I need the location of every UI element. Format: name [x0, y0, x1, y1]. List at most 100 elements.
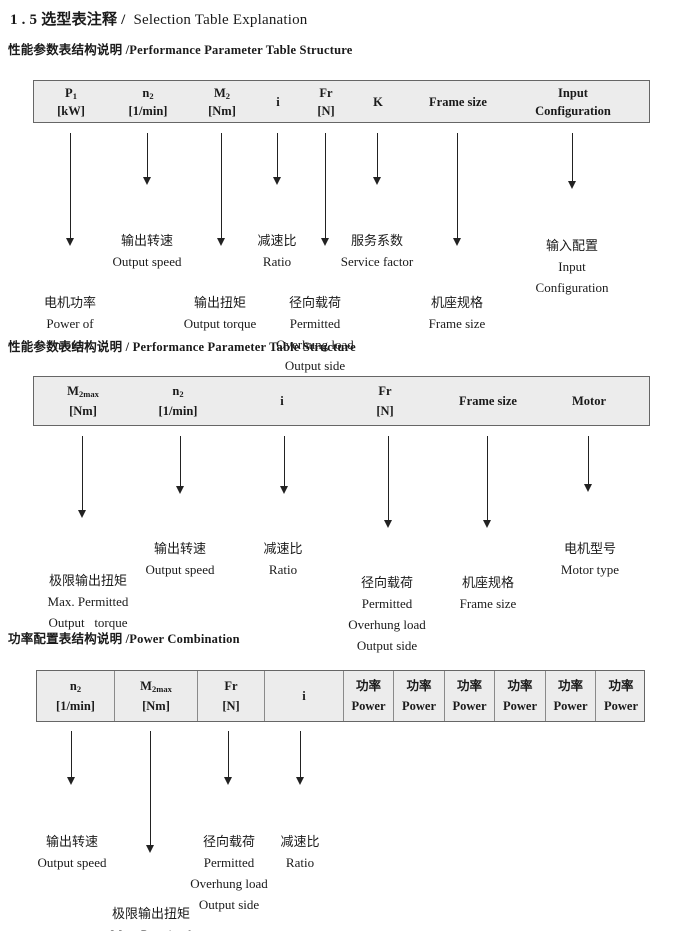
- col-symbol: Input: [558, 85, 588, 100]
- s2-col-i: i: [246, 377, 318, 425]
- col-subscript: 2: [76, 684, 82, 694]
- col-symbol: 功率: [406, 679, 432, 693]
- s2-col-fr: Fr [N]: [351, 377, 419, 425]
- performance-table-1: P1 [kW] n2 [1/min] M2 [Nm] i Fr [N] K Fr…: [33, 80, 650, 123]
- col-unit: [kW]: [57, 103, 85, 118]
- down-arrow-icon-s1-p1: [66, 133, 75, 246]
- col-unit: [1/min]: [128, 103, 168, 118]
- col-symbol: 功率: [557, 679, 583, 693]
- col-symbol: i: [276, 94, 280, 109]
- col-unit: [Nm]: [69, 404, 97, 418]
- col-symbol: i: [302, 689, 306, 703]
- s1-col-p1: P1 [kW]: [39, 81, 103, 122]
- down-arrow-icon-s1-input: [568, 133, 577, 189]
- s3-col-fr: Fr [N]: [197, 671, 264, 721]
- s3-col-power-6: 功率 Power: [595, 671, 646, 721]
- col-symbol: P: [65, 85, 73, 100]
- s1-col-i: i: [260, 81, 296, 122]
- col-symbol: n: [172, 384, 180, 398]
- col-symbol: Fr: [224, 679, 238, 693]
- col-subscript: 2max: [151, 684, 172, 694]
- col-unit: [Nm]: [208, 103, 236, 118]
- col-subscript: 2: [149, 90, 154, 101]
- down-arrow-icon-s3-n2: [67, 731, 76, 785]
- col-symbol: 功率: [456, 679, 482, 693]
- col-symbol: K: [373, 94, 383, 109]
- col-symbol: Fr: [319, 85, 333, 100]
- s2-col-motor: Motor: [546, 377, 632, 425]
- col-unit: Power: [452, 699, 487, 713]
- down-arrow-icon-s1-k: [373, 133, 382, 185]
- down-arrow-icon-s3-m2max: [146, 731, 155, 853]
- down-arrow-icon-s2-i: [280, 436, 289, 494]
- down-arrow-icon-s2-n2: [176, 436, 185, 494]
- down-arrow-icon-s2-m2max: [78, 436, 87, 518]
- down-arrow-icon-s3-fr: [224, 731, 233, 785]
- s1-col-k: K: [356, 81, 400, 122]
- s3-col-power-2: 功率 Power: [393, 671, 444, 721]
- col-symbol: 功率: [608, 679, 634, 693]
- col-symbol: M: [213, 85, 226, 100]
- performance-table-2: M2max [Nm] n2 [1/min] i Fr [N] Frame siz…: [33, 376, 650, 426]
- col-symbol: Frame size: [459, 394, 517, 408]
- col-unit: [N]: [317, 103, 335, 118]
- col-unit: Configuration: [535, 103, 611, 118]
- col-symbol: Motor: [571, 394, 606, 408]
- down-arrow-icon-s1-fr: [321, 133, 330, 246]
- section2-heading: 性能参数表结构说明 / Performance Parameter Table …: [8, 340, 356, 354]
- s3-col-power-3: 功率 Power: [444, 671, 494, 721]
- col-unit: [N]: [222, 699, 240, 713]
- s3-col-power-5: 功率 Power: [545, 671, 595, 721]
- col-subscript: 2max: [78, 389, 99, 399]
- s1-col-n2: n2 [1/min]: [110, 81, 186, 122]
- page-title: 1 . 5 选型表注释 / Selection Table Explanatio…: [10, 8, 308, 29]
- down-arrow-icon-s1-n2: [143, 133, 152, 185]
- col-symbol: n: [142, 85, 150, 100]
- s3-col-m2max: M2max [Nm]: [114, 671, 197, 721]
- s3-col-i: i: [264, 671, 343, 721]
- col-symbol: M: [140, 679, 152, 693]
- down-arrow-icon-s1-frame: [453, 133, 462, 246]
- down-arrow-icon-s1-m2: [217, 133, 226, 246]
- down-arrow-icon-s3-i: [296, 731, 305, 785]
- down-arrow-icon-s2-motor: [584, 436, 593, 492]
- col-unit: [1/min]: [158, 404, 198, 418]
- col-symbol: Frame size: [429, 94, 487, 109]
- col-subscript: 2: [225, 90, 231, 101]
- col-unit: [1/min]: [56, 699, 95, 713]
- col-unit: Power: [603, 699, 638, 713]
- col-unit: Power: [502, 699, 537, 713]
- section3-heading: 功率配置表结构说明 /Power Combination: [8, 632, 240, 646]
- power-combination-table: n2 [1/min] M2max [Nm] Fr [N] i 功率 Power …: [36, 670, 645, 722]
- s2-col-n2: n2 [1/min]: [136, 377, 220, 425]
- col-symbol: Fr: [378, 384, 392, 398]
- s2-col-m2max: M2max [Nm]: [41, 377, 125, 425]
- col-symbol: i: [280, 394, 284, 408]
- col-unit: Power: [553, 699, 588, 713]
- s3-col-power-4: 功率 Power: [494, 671, 545, 721]
- col-unit: [N]: [376, 404, 394, 418]
- col-unit: Power: [401, 699, 436, 713]
- col-symbol: 功率: [507, 679, 533, 693]
- col-unit: [Nm]: [142, 699, 170, 713]
- s2-col-frame-size: Frame size: [436, 377, 540, 425]
- s1-col-fr: Fr [N]: [298, 81, 354, 122]
- page-title-en: Selection Table Explanation: [133, 12, 308, 28]
